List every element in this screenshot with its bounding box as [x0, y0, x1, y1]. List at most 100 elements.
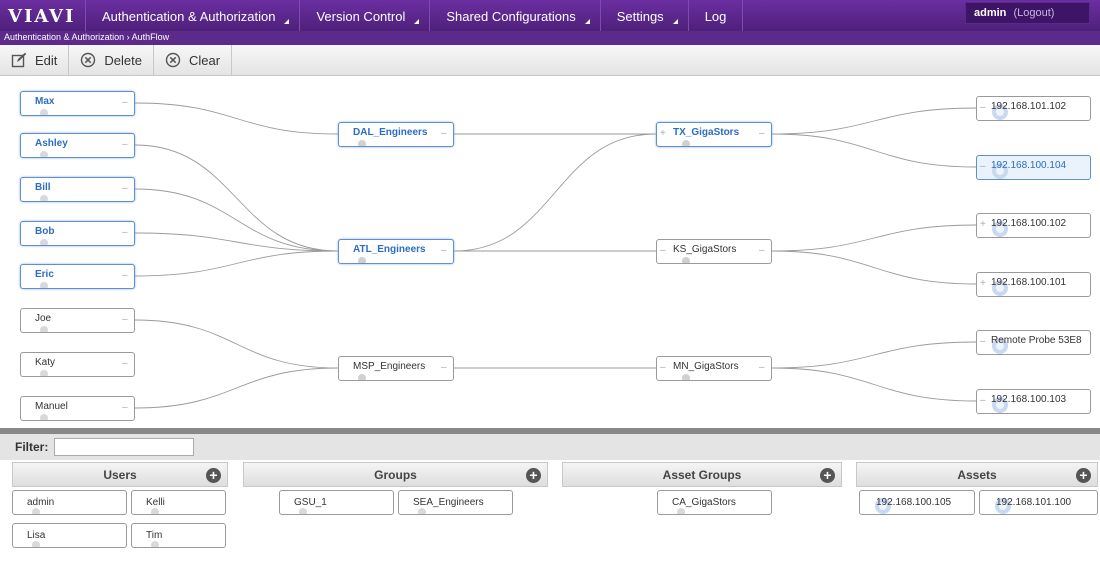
palette-user-admin[interactable]: admin [12, 490, 127, 515]
user-node-bob[interactable]: Bob– [20, 221, 135, 246]
node-label: Eric [35, 269, 54, 280]
collapse-icon[interactable]: – [122, 402, 128, 413]
collapse-icon[interactable]: – [441, 245, 447, 256]
chip-label: 192.168.101.100 [996, 497, 1072, 508]
delete-button[interactable]: Delete [69, 45, 154, 75]
collapse-icon[interactable]: – [122, 314, 128, 325]
collapse-icon[interactable]: – [660, 362, 666, 373]
asset-groups-panel-header: Asset Groups + [562, 462, 842, 487]
collapse-icon[interactable]: – [122, 358, 128, 369]
user-node-max[interactable]: Max– [20, 91, 135, 116]
nav-version-control[interactable]: Version Control [299, 0, 429, 33]
asset-icon [991, 396, 1009, 413]
collapse-icon[interactable]: – [759, 245, 765, 256]
edit-icon [11, 52, 27, 68]
collapse-icon[interactable]: – [122, 139, 128, 150]
user-icon [35, 325, 53, 332]
asset-node-1[interactable]: 192.168.100.104– [976, 155, 1091, 180]
add-user-icon[interactable]: + [206, 468, 221, 483]
nav-auth-authorization[interactable]: Authentication & Authorization [85, 0, 299, 33]
palette-asset-group-ca-gigastors[interactable]: CA_GigaStors [657, 490, 772, 515]
viavi-logo: VIAVI [8, 6, 76, 27]
connection-line [771, 341, 977, 369]
nav-settings-label: Settings [616, 9, 664, 24]
dropdown-triangle-icon [584, 19, 590, 24]
user-icon [35, 150, 53, 157]
chip-label: GSU_1 [294, 497, 327, 508]
edit-button[interactable]: Edit [0, 45, 70, 75]
node-label: DAL_Engineers [353, 127, 428, 138]
asset-node-5[interactable]: 192.168.100.103– [976, 389, 1091, 414]
collapse-icon[interactable]: – [980, 102, 986, 113]
panel-splitter[interactable] [0, 428, 1100, 434]
collapse-icon[interactable]: – [759, 128, 765, 139]
user-node-katy[interactable]: Katy– [20, 352, 135, 377]
asset-node-2[interactable]: 192.168.100.102+ [976, 213, 1091, 238]
add-asset-group-icon[interactable]: + [820, 468, 835, 483]
add-group-icon[interactable]: + [526, 468, 541, 483]
collapse-icon[interactable]: – [441, 128, 447, 139]
breadcrumb: Authentication & Authorization › AuthFlo… [0, 31, 1100, 45]
asset-node-3[interactable]: 192.168.100.101 + [976, 272, 1091, 297]
asset-icon [874, 497, 892, 514]
collapse-icon[interactable]: – [122, 97, 128, 108]
node-label: 192.168.100.101 [991, 277, 1067, 288]
asset-node-0[interactable]: 192.168.101.102– [976, 96, 1091, 121]
asset-group-node-mn-gigastors[interactable]: MN_GigaStors–– [656, 356, 772, 381]
connection-line [134, 319, 339, 369]
clear-button[interactable]: Clear [154, 45, 233, 75]
palette-group-sea-engineers[interactable]: SEA_Engineers [398, 490, 513, 515]
collapse-icon[interactable]: – [759, 362, 765, 373]
user-node-joe[interactable]: Joe– [20, 308, 135, 333]
group-node-atl-engineers[interactable]: ATL_Engineers– [338, 239, 454, 264]
asset-group-node-ks-gigastors[interactable]: KS_GigaStors–– [656, 239, 772, 264]
expand-icon[interactable]: + [660, 128, 666, 139]
nav-log[interactable]: Log [687, 0, 744, 33]
connection-line [134, 250, 339, 277]
nav-settings[interactable]: Settings [599, 0, 688, 33]
expand-icon[interactable]: + [980, 219, 986, 230]
user-node-eric[interactable]: Eric – [20, 264, 135, 289]
chip-label: 192.168.100.105 [876, 497, 952, 508]
users-panel-title: Users [103, 467, 137, 482]
node-label: KS_GigaStors [673, 244, 737, 255]
collapse-icon[interactable]: – [441, 362, 447, 373]
clear-circle-x-icon [165, 52, 181, 68]
connection-line [134, 188, 339, 252]
expand-icon[interactable]: + [980, 278, 986, 289]
logout-link[interactable]: (Logout) [1013, 7, 1055, 19]
connection-line [771, 107, 977, 135]
collapse-icon[interactable]: – [660, 245, 666, 256]
collapse-icon[interactable]: – [980, 395, 986, 406]
collapse-icon[interactable]: – [122, 227, 128, 238]
collapse-icon[interactable]: – [122, 183, 128, 194]
filter-input[interactable] [54, 438, 195, 456]
palette-user-lisa[interactable]: Lisa [12, 523, 127, 548]
collapse-icon[interactable]: – [980, 336, 986, 347]
asset-node-4[interactable]: Remote Probe 53E8– [976, 330, 1091, 355]
collapse-icon[interactable]: – [122, 270, 128, 281]
chip-label: CA_GigaStors [672, 497, 736, 508]
node-label: Ashley [35, 138, 68, 149]
palette-group-gsu-1[interactable]: GSU_1 [279, 490, 394, 515]
group-node-msp-engineers[interactable]: MSP_Engineers– [338, 356, 454, 381]
user-node-bill[interactable]: Bill– [20, 177, 135, 202]
user-node-manuel[interactable]: Manuel– [20, 396, 135, 421]
palette-asset-192-168-100-105[interactable]: 192.168.100.105 [859, 490, 975, 515]
user-box: admin (Logout) [965, 2, 1090, 24]
filter-label: Filter: [15, 440, 49, 454]
connection-line [134, 144, 339, 252]
palette-asset-192-168-101-100[interactable]: 192.168.101.100 [979, 490, 1098, 515]
connection-line [134, 367, 339, 409]
users-panel-header: Users + [12, 462, 228, 487]
nav-shared-configurations-label: Shared Configurations [446, 9, 576, 24]
palette-user-kelli[interactable]: Kelli [131, 490, 226, 515]
user-node-ashley[interactable]: Ashley – [20, 133, 135, 158]
palette-user-tim[interactable]: Tim [131, 523, 226, 548]
collapse-icon[interactable]: – [980, 161, 986, 172]
asset-group-node-tx-gigastors[interactable]: TX_GigaStors–+ [656, 122, 772, 147]
group-node-dal-engineers[interactable]: DAL_Engineers – [338, 122, 454, 147]
add-asset-icon[interactable]: + [1076, 468, 1091, 483]
filter-bar: Filter: [0, 434, 1100, 460]
nav-shared-configurations[interactable]: Shared Configurations [429, 0, 599, 33]
